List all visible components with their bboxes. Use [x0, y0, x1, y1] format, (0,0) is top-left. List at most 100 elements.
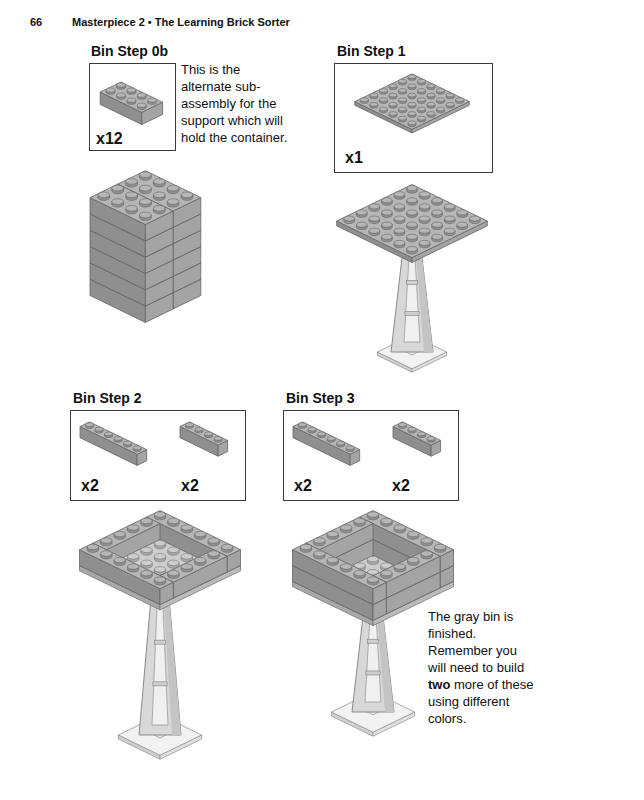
stud	[407, 234, 418, 239]
stud	[87, 544, 98, 550]
stud	[398, 98, 406, 102]
stud	[417, 98, 425, 102]
stud	[154, 554, 165, 560]
plate	[337, 185, 488, 263]
brick-face	[355, 74, 469, 129]
part-brick	[393, 422, 441, 456]
stud	[356, 222, 367, 227]
stud	[432, 210, 443, 215]
stud	[214, 437, 222, 441]
stud	[354, 518, 365, 524]
stud	[127, 554, 138, 560]
stud	[398, 89, 406, 93]
stud	[398, 423, 406, 427]
stud	[437, 98, 445, 102]
stud	[95, 427, 103, 431]
stud	[408, 102, 416, 106]
stud	[382, 210, 393, 215]
stud	[127, 98, 136, 102]
stud	[446, 93, 454, 97]
stud	[181, 525, 192, 531]
stud	[98, 192, 110, 198]
stud	[195, 557, 206, 563]
stud	[444, 204, 455, 209]
part-brick	[293, 422, 360, 466]
stud	[337, 441, 345, 445]
stud	[106, 88, 115, 92]
quantity-label: x2	[392, 476, 410, 495]
stud	[127, 88, 136, 92]
brick-face	[80, 550, 161, 605]
stud	[126, 205, 138, 211]
stud	[344, 216, 355, 221]
stud	[168, 547, 179, 553]
column-bar	[153, 682, 167, 686]
stud	[398, 107, 406, 111]
part-plate	[355, 74, 469, 133]
step-heading: Bin Step 1	[337, 43, 405, 60]
brick-face	[80, 422, 147, 454]
stud	[308, 427, 316, 431]
stud	[408, 84, 416, 88]
page-number: 66	[30, 16, 42, 29]
wall-brick	[293, 543, 387, 604]
stud	[389, 84, 397, 88]
stud	[126, 179, 138, 185]
step-heading: Bin Step 3	[286, 390, 354, 407]
stud	[112, 185, 124, 191]
stud	[314, 551, 325, 557]
stud	[140, 212, 152, 218]
stud	[318, 432, 326, 436]
stud	[167, 199, 179, 205]
stud	[457, 222, 468, 227]
stud	[141, 570, 152, 576]
stud	[205, 432, 213, 436]
stud	[127, 564, 138, 570]
stud	[417, 107, 425, 111]
stud	[394, 216, 405, 221]
note-text: The gray bin is finished. Remember you w…	[428, 609, 524, 675]
column-bar	[366, 671, 380, 675]
stud	[327, 557, 338, 563]
stud	[195, 427, 203, 431]
stud	[394, 240, 405, 245]
stud	[444, 228, 455, 233]
brick-face	[337, 185, 488, 258]
stud	[124, 441, 132, 445]
stud	[168, 560, 179, 566]
stud	[407, 198, 418, 203]
brick-face	[293, 550, 374, 605]
stud	[340, 525, 351, 531]
stud	[427, 437, 435, 441]
running-header: Masterpiece 2 • The Learning Brick Sorte…	[72, 16, 290, 29]
stud	[154, 567, 165, 573]
brick-face	[147, 511, 241, 557]
stud	[434, 544, 445, 550]
stud	[419, 228, 430, 233]
stud	[314, 538, 325, 544]
stud	[369, 216, 380, 221]
stud	[127, 525, 138, 531]
stud	[417, 89, 425, 93]
stud	[327, 437, 335, 441]
stud	[153, 205, 165, 211]
stud	[137, 103, 146, 107]
stud	[137, 93, 146, 97]
stud	[181, 554, 192, 560]
stud	[181, 564, 192, 570]
stud	[398, 79, 406, 83]
wall-brick	[306, 517, 373, 565]
part-brick	[100, 82, 162, 124]
stud	[140, 172, 152, 178]
stud	[407, 210, 418, 215]
stud	[141, 547, 152, 553]
brick-face	[293, 427, 350, 466]
stud	[117, 83, 126, 87]
stud	[394, 204, 405, 209]
parts-box: Bin Step 2x2x2	[70, 410, 246, 501]
stud	[195, 531, 206, 537]
stud	[367, 512, 378, 518]
stud	[398, 116, 406, 120]
brick-face	[306, 517, 373, 550]
stud	[133, 446, 141, 450]
